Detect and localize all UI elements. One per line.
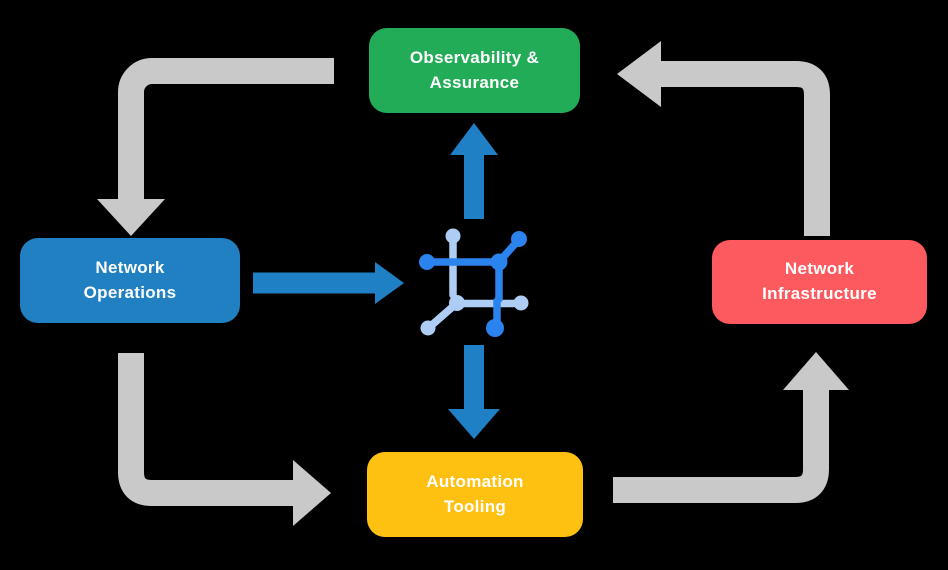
- arrow-center-to-automation: [448, 345, 500, 439]
- arrow-center-to-observability: [450, 123, 498, 219]
- arrow-observability-to-operations: [97, 58, 334, 236]
- node-observability-assurance: Observability & Assurance: [369, 28, 580, 113]
- node-label-line: Infrastructure: [762, 284, 877, 303]
- node-label-line: Network: [95, 257, 165, 277]
- arrow-infrastructure-to-observability: [617, 41, 830, 236]
- node-label-line: Tooling: [443, 496, 507, 516]
- node-label-line: Operations: [83, 282, 177, 302]
- node-automation-tooling: Automation Tooling: [367, 452, 583, 537]
- arrow-operations-to-center: [253, 262, 404, 304]
- node-label-line: Assurance: [429, 72, 520, 92]
- arrow-automation-to-infrastructure: [613, 352, 849, 503]
- network-automation-icon: [419, 228, 529, 337]
- node-label-line: Network: [784, 259, 855, 279]
- node-network-operations: Network Operations: [20, 238, 240, 323]
- node-label-line: Automation: [426, 471, 524, 491]
- node-label-line: Observability &: [409, 47, 540, 67]
- arrow-operations-to-automation: [118, 353, 331, 526]
- node-network-infrastructure: Network Infrastructure: [712, 240, 927, 324]
